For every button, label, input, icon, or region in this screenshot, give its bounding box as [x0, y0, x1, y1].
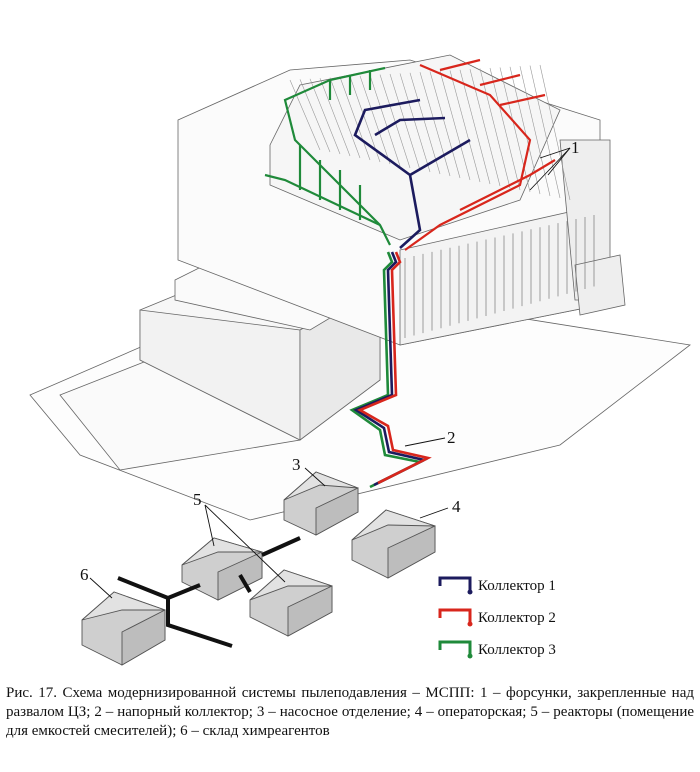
roof-hatch-line: [329, 77, 361, 159]
legend-label-1: Коллектор 1: [478, 578, 556, 594]
roof-hatch-line: [409, 72, 441, 175]
roof-hatch-line: [429, 71, 461, 179]
collector-1-network: [353, 98, 471, 249]
roof-hatch-line: [379, 74, 411, 169]
service-pipes: [117, 536, 301, 648]
diagram-figure: 1 2 3 4 5 6 Коллектор 1 Коллектор 2 Колл…: [29, 54, 691, 666]
roof-hatch-line: [389, 73, 421, 171]
roof-hatch-line: [449, 70, 481, 183]
collector-2-network: [404, 58, 556, 251]
roof-hatch-line: [289, 79, 321, 151]
shelter-structure: [177, 54, 626, 346]
legend-item-1: Коллектор 1: [438, 576, 556, 595]
callout-1: 1: [571, 138, 580, 157]
callout-4: 4: [452, 497, 461, 516]
roof-hatch-line: [319, 78, 351, 157]
roof-hatch-line: [349, 76, 381, 163]
operator-room-building: [351, 509, 436, 579]
roof-hatch-line: [479, 68, 511, 189]
roof-hatch-line: [419, 72, 451, 177]
roof-hatch-line: [339, 76, 371, 161]
roof-hatch-line: [539, 64, 571, 201]
legend: Коллектор 1 Коллектор 2 Коллектор 3: [438, 576, 556, 659]
roof-hatch-line: [399, 73, 431, 173]
callout-5: 5: [193, 490, 202, 509]
roof-hatch-line: [459, 69, 491, 185]
chemical-warehouse-building: [81, 591, 166, 666]
pressure-header: [349, 251, 432, 489]
figure-caption: Рис. 17. Схема модернизированной системы…: [6, 685, 694, 739]
roof-hatch-line: [439, 70, 471, 181]
legend-label-2: Коллектор 2: [478, 610, 556, 626]
pump-station-building: [283, 471, 359, 536]
roof-hatch-line: [359, 75, 391, 165]
roof-hatch-line: [489, 67, 521, 191]
legend-item-2: Коллектор 2: [438, 608, 556, 627]
reactor-building-b: [249, 569, 333, 637]
legend-item-3: Коллектор 3: [438, 640, 556, 659]
roof-hatch-line: [309, 78, 341, 155]
roof-hatch-line: [499, 67, 531, 193]
roof-hatch-line: [529, 65, 561, 199]
roof-hatch-line: [369, 75, 401, 167]
collector-3-network: [264, 66, 391, 246]
callout-6: 6: [80, 565, 89, 584]
wall-ribs: [404, 214, 595, 338]
legend-label-3: Коллектор 3: [478, 642, 556, 658]
callout-2: 2: [447, 428, 456, 447]
leader-lines: [89, 147, 571, 599]
callout-3: 3: [292, 455, 301, 474]
